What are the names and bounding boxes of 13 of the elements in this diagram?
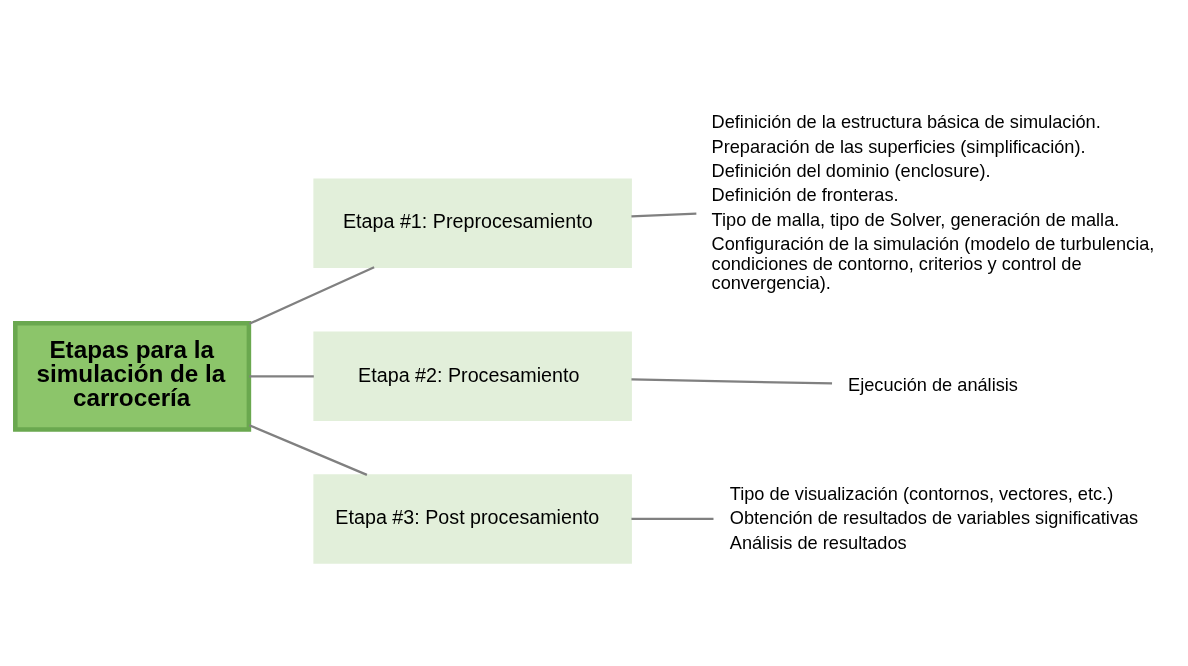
node-box: Etapa #1: Preprocesamiento [313, 177, 632, 268]
connector [248, 423, 368, 476]
connector [249, 374, 314, 377]
node-box: Etapa #3: Post procesamiento [313, 473, 632, 564]
node-text: Ejecución de análisis [848, 374, 1018, 395]
connector [631, 211, 697, 217]
connector [631, 377, 833, 385]
connector [631, 517, 714, 520]
node-text: Definición de la estructura básica de simulación. Preparación de las superficies (simplificación). Definición del dominio (enclosure). Definición de fronteras. Tipo de malla, tipo de Solver, generación de malla. Configuración de la simulación (modelo de turbulencia, condiciones de contorno, criterios y control de convergencia). [711, 111, 1155, 293]
node-box: Etapas para la simulación de la carrocería [13, 320, 252, 432]
node-text: Tipo de visualización (contornos, vectores, etc.) Obtención de resultados de variables significativas Análisis de resultados [729, 483, 1139, 553]
node-box: Etapa #2: Procesamiento [313, 331, 632, 421]
connector [248, 265, 375, 325]
